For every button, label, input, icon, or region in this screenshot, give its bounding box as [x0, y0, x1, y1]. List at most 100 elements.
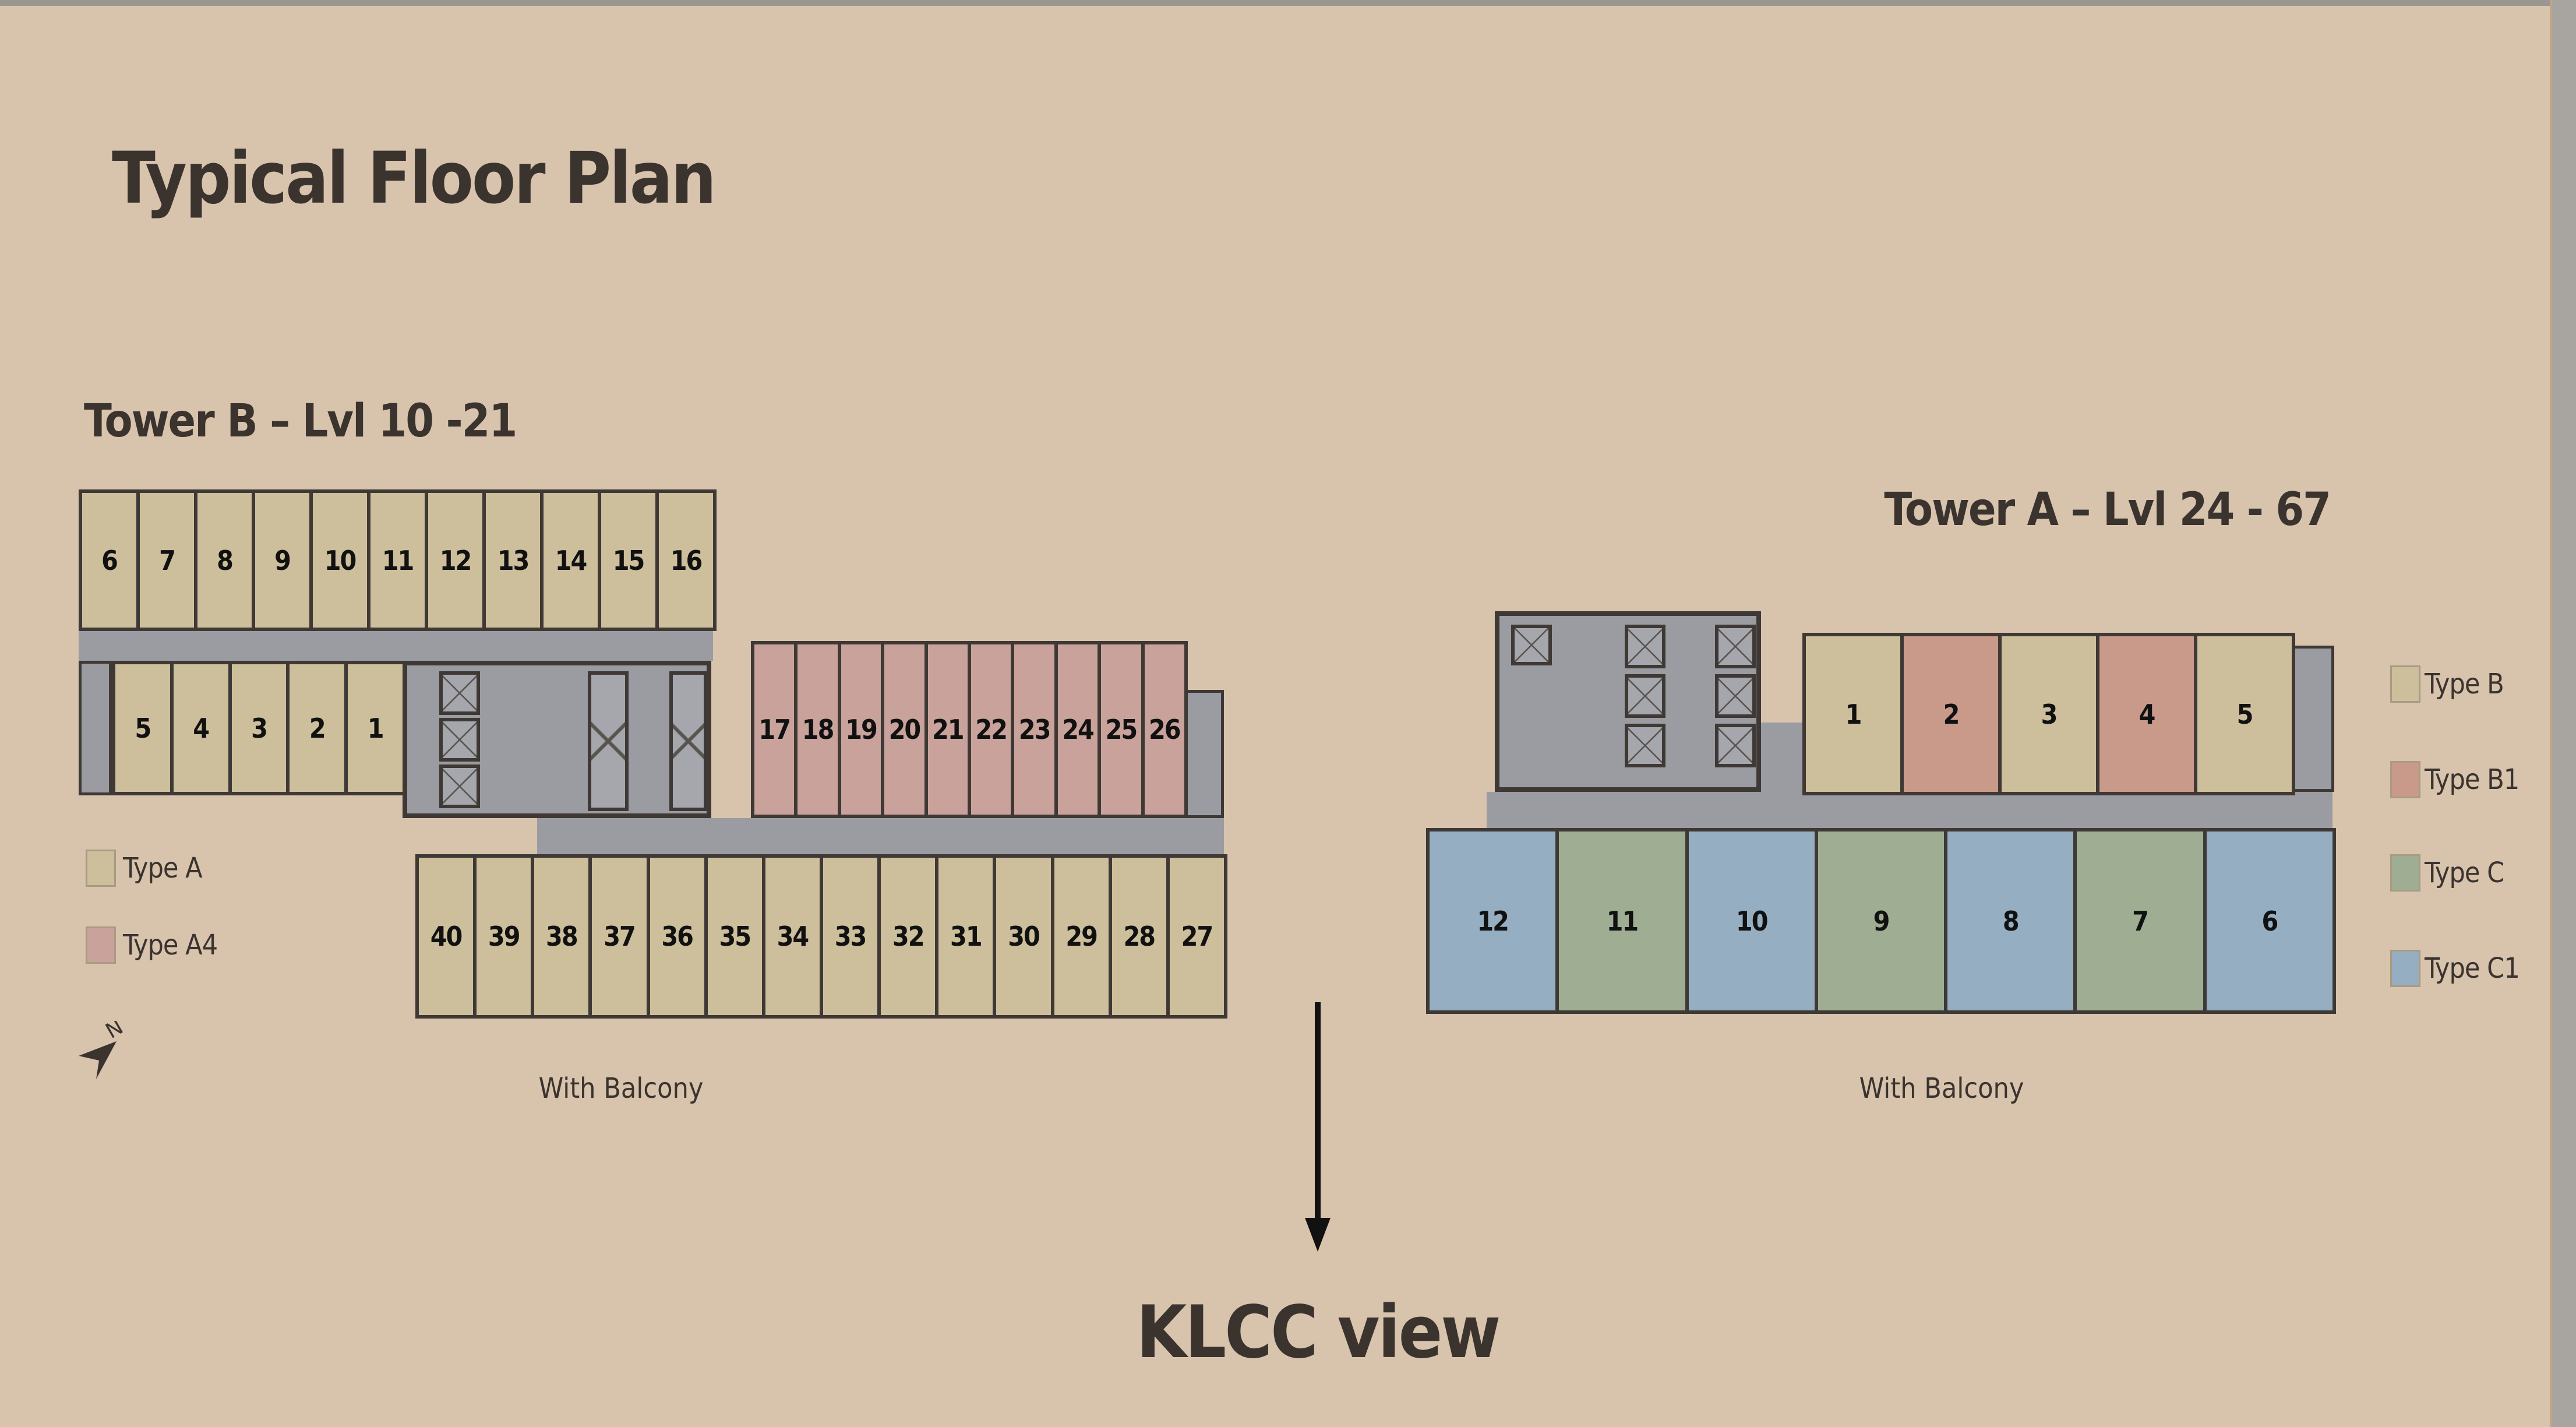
lift-icon: [1715, 674, 1756, 718]
legend-label-type-c1: Type C1: [2425, 952, 2520, 985]
tower-a-unit-3: 3: [1998, 633, 2099, 795]
tower-b-unit-36: 36: [646, 854, 708, 1019]
tower-a-unit-2: 2: [1900, 633, 2002, 795]
unit-number: 17: [758, 714, 791, 745]
tower-a-title: Tower A – Lvl 24 - 67: [1884, 484, 2331, 536]
tower-b-unit-2: 2: [286, 661, 348, 795]
tower-b-unit-19: 19: [837, 641, 885, 818]
tower-a-unit-10: 10: [1685, 828, 1818, 1014]
tower-b-unit-35: 35: [704, 854, 765, 1019]
unit-number: 30: [1008, 921, 1040, 952]
legend-label-type-a: Type A: [123, 852, 203, 885]
tower-a-corridor: [1487, 792, 2332, 828]
unit-number: 23: [1018, 714, 1051, 745]
tower-b-unit-20: 20: [881, 641, 928, 818]
tower-a-unit-5: 5: [2194, 633, 2295, 795]
legend-swatch-type-b1: [2390, 761, 2420, 798]
unit-number: 14: [555, 544, 588, 576]
unit-number: 24: [1062, 714, 1095, 745]
tower-b-title: Tower B – Lvl 10 -21: [84, 395, 517, 448]
lift-icon: [1511, 625, 1552, 665]
tower-b-unit-7: 7: [136, 489, 197, 631]
unit-number: 10: [324, 544, 357, 576]
unit-number: 1: [1845, 698, 1862, 730]
tower-b-unit-23: 23: [1011, 641, 1058, 818]
right-edge: [2550, 0, 2576, 1427]
unit-number: 16: [670, 544, 703, 576]
unit-number: 6: [2261, 905, 2278, 937]
klcc-view-label: KLCC view: [1136, 1291, 1501, 1375]
tower-a-unit-12: 12: [1426, 828, 1559, 1014]
unit-number: 11: [1606, 905, 1639, 937]
tower-b-unit-27: 27: [1166, 854, 1227, 1019]
svg-text:N: N: [102, 1021, 128, 1044]
unit-number: 10: [1735, 905, 1769, 937]
north-arrow-icon: N: [79, 1021, 128, 1079]
legend-swatch-type-a4: [86, 926, 116, 964]
lift-icon: [1625, 625, 1665, 668]
lift-icon: [1625, 724, 1665, 767]
lift-icon: [1625, 674, 1665, 718]
unit-number: 13: [497, 544, 530, 576]
unit-number: 27: [1181, 921, 1214, 952]
tower-b-unit-32: 32: [877, 854, 939, 1019]
tower-b-unit-39: 39: [473, 854, 535, 1019]
legend-swatch-type-b: [2390, 665, 2420, 703]
unit-number: 1: [367, 712, 384, 744]
tower-b-unit-29: 29: [1050, 854, 1112, 1019]
lift-icon: [669, 671, 707, 811]
tower-b-unit-18: 18: [794, 641, 841, 818]
tower-b-unit-6: 6: [79, 489, 140, 631]
tower-b-unit-22: 22: [968, 641, 1015, 818]
tower-a-stair: [2292, 646, 2334, 792]
legend-label-type-c: Type C: [2425, 857, 2504, 889]
tower-b-unit-17: 17: [751, 641, 798, 818]
tower-b-unit-21: 21: [924, 641, 971, 818]
lift-icon: [1715, 724, 1756, 767]
tower-b-unit-28: 28: [1108, 854, 1170, 1019]
unit-number: 18: [802, 714, 835, 745]
unit-number: 12: [439, 544, 472, 576]
tower-b-unit-13: 13: [482, 489, 544, 631]
legend-swatch-type-c1: [2390, 950, 2420, 987]
tower-a-core: [1495, 611, 1761, 792]
unit-number: 29: [1065, 921, 1098, 952]
tower-a-lobby: [1761, 723, 1802, 792]
tower-b-unit-26: 26: [1141, 641, 1188, 818]
unit-number: 28: [1123, 921, 1156, 952]
unit-number: 7: [2132, 905, 2149, 937]
tower-b-unit-30: 30: [993, 854, 1054, 1019]
unit-number: 8: [2002, 905, 2020, 937]
tower-b-unit-33: 33: [820, 854, 881, 1019]
unit-number: 20: [888, 714, 922, 745]
legend-label-type-b1: Type B1: [2425, 763, 2519, 796]
tower-b-corridor-lower: [537, 818, 1224, 854]
unit-number: 38: [546, 921, 578, 952]
tower-b-unit-5: 5: [112, 661, 174, 795]
lift-icon: [1715, 625, 1756, 668]
tower-b-unit-11: 11: [367, 489, 428, 631]
top-border: [0, 0, 2576, 6]
lift-icon: [439, 764, 480, 808]
lift-icon: [439, 671, 480, 715]
unit-number: 9: [274, 544, 291, 576]
lift-icon: [588, 671, 629, 811]
tower-a-unit-11: 11: [1555, 828, 1689, 1014]
tower-b-unit-15: 15: [598, 489, 659, 631]
unit-number: 21: [931, 714, 965, 745]
unit-number: 3: [251, 712, 268, 744]
unit-number: 6: [101, 544, 118, 576]
unit-number: 12: [1477, 905, 1509, 937]
unit-number: 9: [1873, 905, 1890, 937]
tower-b-unit-14: 14: [540, 489, 601, 631]
tower-b-unit-34: 34: [761, 854, 823, 1019]
tower-b-stair-east: [1184, 690, 1224, 818]
legend-label-type-a4: Type A4: [123, 929, 218, 961]
unit-number: 4: [193, 712, 210, 744]
tower-a-unit-6: 6: [2203, 828, 2336, 1014]
unit-number: 36: [661, 921, 694, 952]
legend-label-type-b: Type B: [2425, 668, 2504, 700]
tower-b-unit-1: 1: [344, 661, 406, 795]
unit-number: 22: [975, 714, 1008, 745]
unit-number: 4: [2139, 698, 2156, 730]
